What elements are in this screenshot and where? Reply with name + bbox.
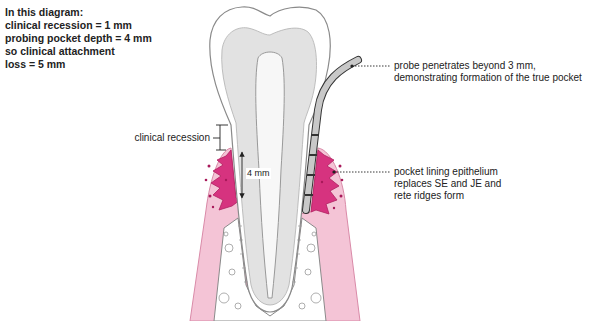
inflammatory-cell: [205, 179, 208, 182]
trabecula: [235, 303, 241, 309]
inflammatory-cell: [333, 207, 335, 209]
inflammatory-cell: [339, 165, 342, 168]
probe-markings: [305, 135, 319, 195]
probe-marking: [307, 174, 315, 176]
ligament-fibre: [238, 226, 242, 227]
inflammatory-cell: [321, 181, 323, 183]
note-line: clinical recession = 1 mm: [5, 19, 195, 32]
ligament-fibre: [294, 268, 298, 269]
inflammatory-cell: [340, 195, 343, 198]
leader-line: [334, 172, 390, 173]
pocket-depth-arrow: [242, 152, 243, 198]
leader-dot: [350, 64, 353, 67]
trabecula: [299, 303, 305, 309]
trabecula: [229, 269, 235, 275]
callout-label: probe penetrates beyond 3 mm, demonstrat…: [394, 60, 594, 84]
dimension-label: 4 mm: [246, 168, 271, 179]
ligament-fibre: [244, 282, 248, 283]
callout-label: clinical recession: [112, 132, 210, 144]
ligament-fibre: [292, 282, 296, 283]
inflammatory-cell: [209, 195, 212, 198]
probe: [306, 60, 358, 210]
note-line: probing pocket depth = 4 mm: [5, 32, 195, 45]
trabecula: [311, 293, 321, 303]
bracket-bar: [220, 125, 221, 150]
leader-dot: [332, 170, 335, 173]
probe-marking: [311, 134, 319, 136]
probe-marking: [305, 194, 313, 196]
trabecula: [307, 244, 315, 252]
bracket-tick: [216, 150, 226, 151]
recession-bracket: [213, 125, 228, 150]
note-heading: In this diagram:: [5, 6, 195, 19]
note-line: so clinical attachment loss = 5 mm: [5, 45, 137, 70]
inflammatory-cell: [212, 206, 214, 208]
trabecula: [219, 293, 229, 303]
ligament-fibre: [242, 268, 246, 269]
trabecula: [225, 244, 233, 252]
ligament-fibre: [297, 240, 301, 241]
periodontal-ligament: [238, 226, 302, 282]
probe-outline: [306, 60, 358, 210]
probe-marking: [309, 154, 317, 156]
ligament-fibre: [240, 254, 244, 255]
trabecula: [312, 232, 316, 236]
inflammatory-cell: [208, 165, 211, 168]
ligament-fibre: [298, 226, 302, 227]
trabecula: [305, 269, 311, 275]
dentin: [222, 28, 317, 305]
ligament-fibre: [239, 240, 243, 241]
inflammatory-cell: [341, 179, 344, 182]
ligament-fibre: [296, 254, 300, 255]
inflammatory-cell: [225, 179, 227, 181]
bracket-tick: [216, 125, 228, 126]
callout-label: pocket lining epithelium replaces SE and…: [394, 166, 516, 202]
trabecula: [224, 232, 228, 236]
leader-line: [352, 66, 390, 67]
leader-line: [213, 138, 220, 139]
